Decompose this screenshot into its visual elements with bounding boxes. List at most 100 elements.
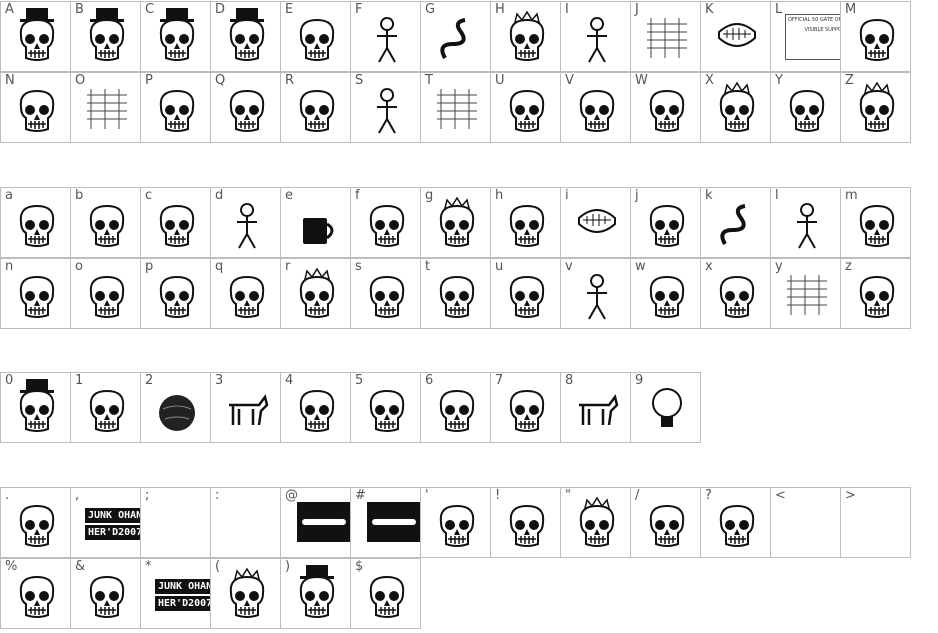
glyph-cell[interactable]: A [0, 1, 71, 72]
glyph-cell[interactable]: : [210, 487, 281, 558]
skull-icon [159, 8, 195, 61]
glyph-cell[interactable]: o [70, 258, 141, 329]
glyph-cell[interactable]: # [350, 487, 421, 558]
glyph-cell[interactable]: v [560, 258, 631, 329]
glyph-cell[interactable]: e [280, 187, 351, 258]
glyph-cell[interactable]: J [630, 1, 701, 72]
glyph-cell[interactable]: ) [280, 558, 351, 629]
glyph-cell[interactable]: W [630, 72, 701, 143]
glyph-cell[interactable]: R [280, 72, 351, 143]
glyph-cell[interactable]: s [350, 258, 421, 329]
glyph-cell[interactable]: Q [210, 72, 281, 143]
skull-icon [89, 275, 125, 318]
glyph-char-label: 9 [635, 373, 644, 388]
glyph-cell[interactable]: . [0, 487, 71, 558]
glyph-cell[interactable]: t [420, 258, 491, 329]
glyph-char-label: m [845, 188, 858, 203]
glyph-cell[interactable]: i [560, 187, 631, 258]
glyph-cell[interactable]: 6 [420, 372, 491, 443]
glyph-cell[interactable]: f [350, 187, 421, 258]
glyph-cell[interactable]: y [770, 258, 841, 329]
glyph-cell[interactable]: * JUNK OHAN HER'D2007 [140, 558, 215, 629]
glyph-cell[interactable]: 2 [140, 372, 211, 443]
glyph-cell[interactable]: 4 [280, 372, 351, 443]
glyph-cell[interactable]: & [70, 558, 141, 629]
glyph-cell[interactable]: M [840, 1, 911, 72]
glyph-char-label: q [215, 259, 224, 274]
glyph-cell[interactable]: @ [280, 487, 351, 558]
glyph-cell[interactable]: U [490, 72, 561, 143]
glyph-cell[interactable]: S [350, 72, 421, 143]
glyph-char-label: d [215, 188, 224, 203]
glyph-cell[interactable]: a [0, 187, 71, 258]
glyph-cell[interactable]: d [210, 187, 281, 258]
glyph-char-label: j [635, 188, 639, 203]
glyph-cell[interactable]: p [140, 258, 211, 329]
glyph-cell[interactable]: X [700, 72, 771, 143]
glyph-cell[interactable]: 9 [630, 372, 701, 443]
glyph-char-label: 4 [285, 373, 294, 388]
glyph-cell[interactable]: B [70, 1, 141, 72]
glyph-cell[interactable]: I [560, 1, 631, 72]
glyph-cell[interactable]: w [630, 258, 701, 329]
glyph-char-label: Z [845, 73, 854, 88]
glyph-cell[interactable]: r [280, 258, 351, 329]
glyph-cell[interactable]: ? [700, 487, 771, 558]
glyph-char-label: H [495, 2, 505, 17]
glyph-cell[interactable]: c [140, 187, 211, 258]
glyph-cell[interactable]: ' [420, 487, 491, 558]
glyph-cell[interactable]: x [700, 258, 771, 329]
glyph-cell[interactable]: ( [210, 558, 281, 629]
glyph-cell[interactable]: % [0, 558, 71, 629]
glyph-cell[interactable]: O [70, 72, 141, 143]
glyph-cell[interactable]: T [420, 72, 491, 143]
skull-icon [509, 10, 545, 61]
glyph-cell[interactable]: j [630, 187, 701, 258]
glyph-cell[interactable]: V [560, 72, 631, 143]
glyph-char-label: , [75, 488, 80, 503]
skull-icon [159, 204, 195, 247]
glyph-cell[interactable]: b [70, 187, 141, 258]
glyph-cell[interactable]: P [140, 72, 211, 143]
glyph-cell[interactable]: > [840, 487, 911, 558]
glyph-cell[interactable]: D [210, 1, 281, 72]
glyph-cell[interactable]: m [840, 187, 911, 258]
glyph-cell[interactable]: $ [350, 558, 421, 629]
glyph-cell[interactable]: E [280, 1, 351, 72]
glyph-cell[interactable]: l [770, 187, 841, 258]
glyph-cell[interactable]: G [420, 1, 491, 72]
glyph-cell[interactable]: < [770, 487, 841, 558]
glyph-cell[interactable]: 0 [0, 372, 71, 443]
glyph-cell[interactable]: 7 [490, 372, 561, 443]
glyph-cell[interactable]: , JUNK OHAN HER'D2007 [70, 487, 145, 558]
glyph-cell[interactable]: 1 [70, 372, 141, 443]
glyph-char-label: v [565, 259, 573, 274]
glyph-cell[interactable]: u [490, 258, 561, 329]
glyph-char-label: z [845, 259, 852, 274]
glyph-cell[interactable]: C [140, 1, 211, 72]
glyph-char-label: Q [215, 73, 226, 88]
skull-icon [229, 89, 265, 132]
glyph-cell[interactable]: F [350, 1, 421, 72]
glyph-cell[interactable]: " [560, 487, 631, 558]
glyph-cell[interactable]: N [0, 72, 71, 143]
sketch-icon [855, 500, 899, 550]
glyph-cell[interactable]: ; [140, 487, 211, 558]
glyph-cell[interactable]: g [420, 187, 491, 258]
glyph-cell[interactable]: q [210, 258, 281, 329]
glyph-cell[interactable]: / [630, 487, 701, 558]
glyph-cell[interactable]: ! [490, 487, 561, 558]
glyph-cell[interactable]: 8 [560, 372, 631, 443]
glyph-cell[interactable]: 5 [350, 372, 421, 443]
skull-icon [509, 504, 545, 547]
glyph-cell[interactable]: h [490, 187, 561, 258]
glyph-cell[interactable]: n [0, 258, 71, 329]
glyph-cell[interactable]: Y [770, 72, 841, 143]
glyph-cell[interactable]: K [700, 1, 771, 72]
glyph-cell[interactable]: z [840, 258, 911, 329]
glyph-cell[interactable]: 3 [210, 372, 281, 443]
glyph-cell[interactable]: Z [840, 72, 911, 143]
glyph-cell[interactable]: H [490, 1, 561, 72]
glyph-cell[interactable]: k [700, 187, 771, 258]
